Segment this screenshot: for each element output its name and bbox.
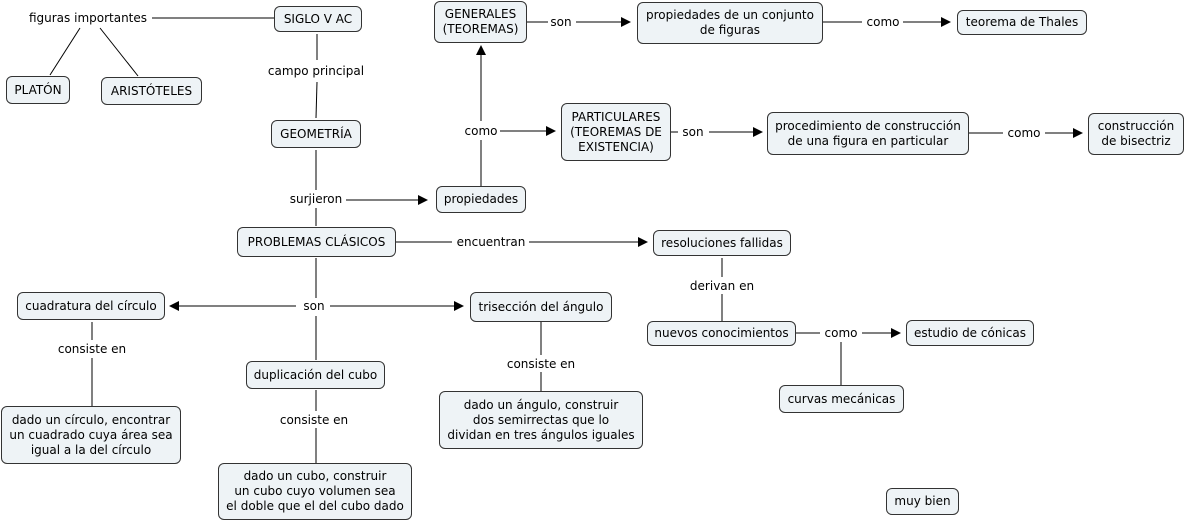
concept-bisectriz[interactable]: construcción de bisectriz: [1088, 113, 1184, 155]
link-label-campo: campo principal: [265, 64, 367, 78]
concept-siglo-v-ac[interactable]: SIGLO V AC: [274, 6, 362, 32]
link-label-son-generales: son: [548, 15, 574, 29]
concept-problemas-clasicos[interactable]: PROBLEMAS CLÁSICOS: [237, 227, 396, 257]
concept-curvas-mecanicas[interactable]: curvas mecánicas: [779, 385, 904, 413]
concept-teorema-thales[interactable]: teorema de Thales: [957, 10, 1087, 35]
concept-aristoteles[interactable]: ARISTÓTELES: [101, 77, 202, 105]
concept-dado-angulo[interactable]: dado un ángulo, construir dos semirrecta…: [439, 391, 643, 449]
concept-procedimiento[interactable]: procedimiento de construcción de una fig…: [767, 112, 969, 155]
concept-platon[interactable]: PLATÓN: [6, 76, 70, 104]
link-label-encuentran: encuentran: [454, 235, 528, 249]
link-label-como-bisectriz: como: [1005, 126, 1043, 140]
concept-estudio-conicas[interactable]: estudio de cónicas: [906, 320, 1034, 346]
link-label-como-thales: como: [864, 15, 902, 29]
concept-resoluciones-fallidas[interactable]: resoluciones fallidas: [653, 230, 791, 256]
concept-duplicacion-cubo[interactable]: duplicación del cubo: [246, 361, 385, 389]
concept-triseccion-angulo[interactable]: trisección del ángulo: [470, 292, 612, 322]
link-label-figuras: figuras importantes: [26, 11, 150, 25]
link-label-derivan: derivan en: [687, 279, 757, 293]
concept-geometria[interactable]: GEOMETRÍA: [271, 120, 361, 148]
link-label-consiste-cubo: consiste en: [277, 413, 351, 427]
concept-nuevos-conocimientos[interactable]: nuevos conocimientos: [647, 321, 796, 346]
link-label-como-conicas: como: [822, 326, 860, 340]
concept-cuadratura-circulo[interactable]: cuadratura del círculo: [17, 292, 165, 320]
concept-propiedades[interactable]: propiedades: [436, 186, 526, 213]
link-label-consiste-angulo: consiste en: [504, 357, 578, 371]
concept-particulares[interactable]: PARTICULARES (TEOREMAS DE EXISTENCIA): [561, 103, 671, 161]
link-label-como-geometria: como: [462, 124, 500, 138]
link-label-son-particulares: son: [680, 125, 706, 139]
link-label-consiste-circulo: consiste en: [55, 342, 129, 356]
concept-generales[interactable]: GENERALES (TEOREMAS): [434, 1, 527, 43]
concept-dado-cubo[interactable]: dado un cubo, construir un cubo cuyo vol…: [218, 463, 412, 520]
concept-muy-bien[interactable]: muy bien: [886, 488, 959, 515]
link-label-surjieron: surjieron: [287, 192, 345, 206]
concept-dado-circulo[interactable]: dado un círculo, encontrar un cuadrado c…: [1, 406, 181, 464]
concept-propiedades-conjunto[interactable]: propiedades de un conjunto de figuras: [637, 2, 823, 44]
link-label-son-problemas: son: [301, 299, 327, 313]
